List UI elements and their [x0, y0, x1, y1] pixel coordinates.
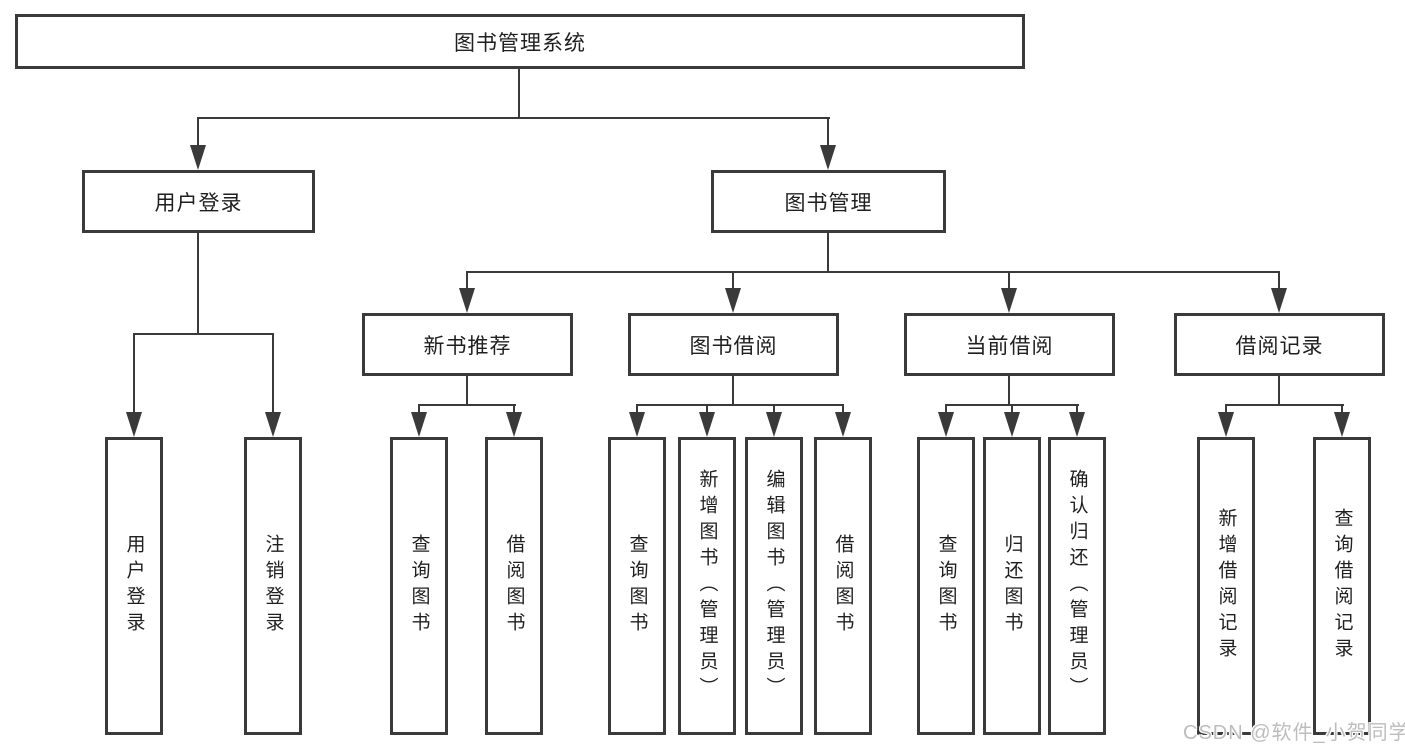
arrowhead-down-icon: [725, 288, 741, 313]
node-label: 归还图书: [1001, 534, 1023, 638]
leaf-confirm-return-admin: 确认归还（管理员）: [1048, 437, 1106, 735]
node-label: 当前借阅: [965, 334, 1054, 358]
arrowhead-down-icon: [1271, 288, 1287, 313]
node-label: 图书管理: [784, 191, 873, 215]
arrowhead-down-icon: [265, 412, 281, 437]
connector-line: [1011, 404, 1013, 414]
connector-line: [466, 271, 468, 290]
connector-line: [1225, 404, 1227, 414]
leaf-edit-books-admin: 编辑图书（管理员）: [745, 437, 803, 735]
arrowhead-down-icon: [820, 145, 836, 170]
connector-line: [1225, 404, 1344, 406]
arrowhead-down-icon: [1218, 412, 1234, 437]
leaf-query-books-recommend: 查询图书: [390, 437, 448, 735]
connector-line: [518, 67, 520, 119]
node-new-book-recommendation: 新书推荐: [362, 313, 573, 376]
node-label: 确认归还（管理员）: [1066, 469, 1088, 703]
connector-line: [1008, 271, 1010, 290]
node-book-management: 图书管理: [711, 170, 946, 233]
node-library-management-system: 图书管理系统: [15, 14, 1025, 69]
node-label: 用户登录: [154, 191, 243, 215]
node-label: 图书管理系统: [454, 31, 586, 55]
leaf-query-books-current: 查询图书: [917, 437, 975, 735]
node-label: 查询借阅记录: [1331, 508, 1353, 664]
leaf-borrow-books-borrow: 借阅图书: [814, 437, 872, 735]
connector-line: [197, 117, 830, 119]
leaf-add-books-admin: 新增图书（管理员）: [678, 437, 736, 735]
node-label: 图书借阅: [689, 334, 778, 358]
connector-line: [272, 333, 274, 414]
node-label: 查询图书: [626, 534, 648, 638]
node-label: 查询图书: [408, 534, 430, 638]
connector-line: [773, 404, 775, 414]
connector-line: [133, 333, 135, 414]
node-label: 新书推荐: [423, 334, 512, 358]
arrowhead-down-icon: [506, 412, 522, 437]
node-label: 查询图书: [935, 534, 957, 638]
node-label: 借阅图书: [503, 534, 525, 638]
node-label: 编辑图书（管理员）: [763, 469, 785, 703]
connector-line: [1278, 376, 1280, 406]
connector-line: [732, 271, 734, 290]
node-label: 借阅图书: [832, 534, 854, 638]
connector-line: [1076, 404, 1078, 414]
arrowhead-down-icon: [459, 288, 475, 313]
connector-line: [636, 404, 638, 414]
arrowhead-down-icon: [126, 412, 142, 437]
leaf-logout: 注销登录: [244, 437, 302, 735]
connector-line: [636, 404, 844, 406]
connector-line: [827, 233, 829, 273]
leaf-borrow-books-recommend: 借阅图书: [485, 437, 543, 735]
node-user-login: 用户登录: [82, 170, 315, 233]
leaf-return-books: 归还图书: [983, 437, 1041, 735]
node-label: 用户登录: [123, 534, 145, 638]
node-borrowing-records: 借阅记录: [1174, 313, 1385, 376]
connector-line: [706, 404, 708, 414]
connector-line: [1341, 404, 1343, 414]
connector-line: [732, 376, 734, 406]
leaf-query-books-borrow: 查询图书: [608, 437, 666, 735]
connector-line: [466, 376, 468, 406]
connector-line: [1278, 271, 1280, 290]
node-label: 新增借阅记录: [1215, 508, 1237, 664]
arrowhead-down-icon: [766, 412, 782, 437]
arrowhead-down-icon: [1334, 412, 1350, 437]
leaf-query-borrow-record: 查询借阅记录: [1313, 437, 1371, 735]
connector-line: [513, 404, 515, 414]
connector-line: [842, 404, 844, 414]
arrowhead-down-icon: [190, 145, 206, 170]
connector-line: [133, 333, 274, 335]
leaf-add-borrow-record: 新增借阅记录: [1197, 437, 1255, 735]
connector-line: [827, 117, 829, 147]
node-book-borrowing: 图书借阅: [628, 313, 839, 376]
arrowhead-down-icon: [1001, 288, 1017, 313]
csdn-watermark: CSDN @软件_小贺同学: [1183, 722, 1405, 744]
connector-line: [197, 233, 199, 335]
connector-line: [466, 271, 1280, 273]
node-label: 注销登录: [262, 534, 284, 638]
arrowhead-down-icon: [835, 412, 851, 437]
connector-line: [418, 404, 420, 414]
node-current-borrowing: 当前借阅: [904, 313, 1115, 376]
arrowhead-down-icon: [411, 412, 427, 437]
arrowhead-down-icon: [629, 412, 645, 437]
arrowhead-down-icon: [1004, 412, 1020, 437]
leaf-user-login: 用户登录: [105, 437, 163, 735]
connector-line: [197, 117, 199, 147]
connector-line: [945, 404, 947, 414]
node-label: 借阅记录: [1235, 334, 1324, 358]
arrowhead-down-icon: [1069, 412, 1085, 437]
arrowhead-down-icon: [699, 412, 715, 437]
connector-line: [418, 404, 516, 406]
node-label: 新增图书（管理员）: [696, 469, 718, 703]
arrowhead-down-icon: [938, 412, 954, 437]
connector-line: [1008, 376, 1010, 406]
